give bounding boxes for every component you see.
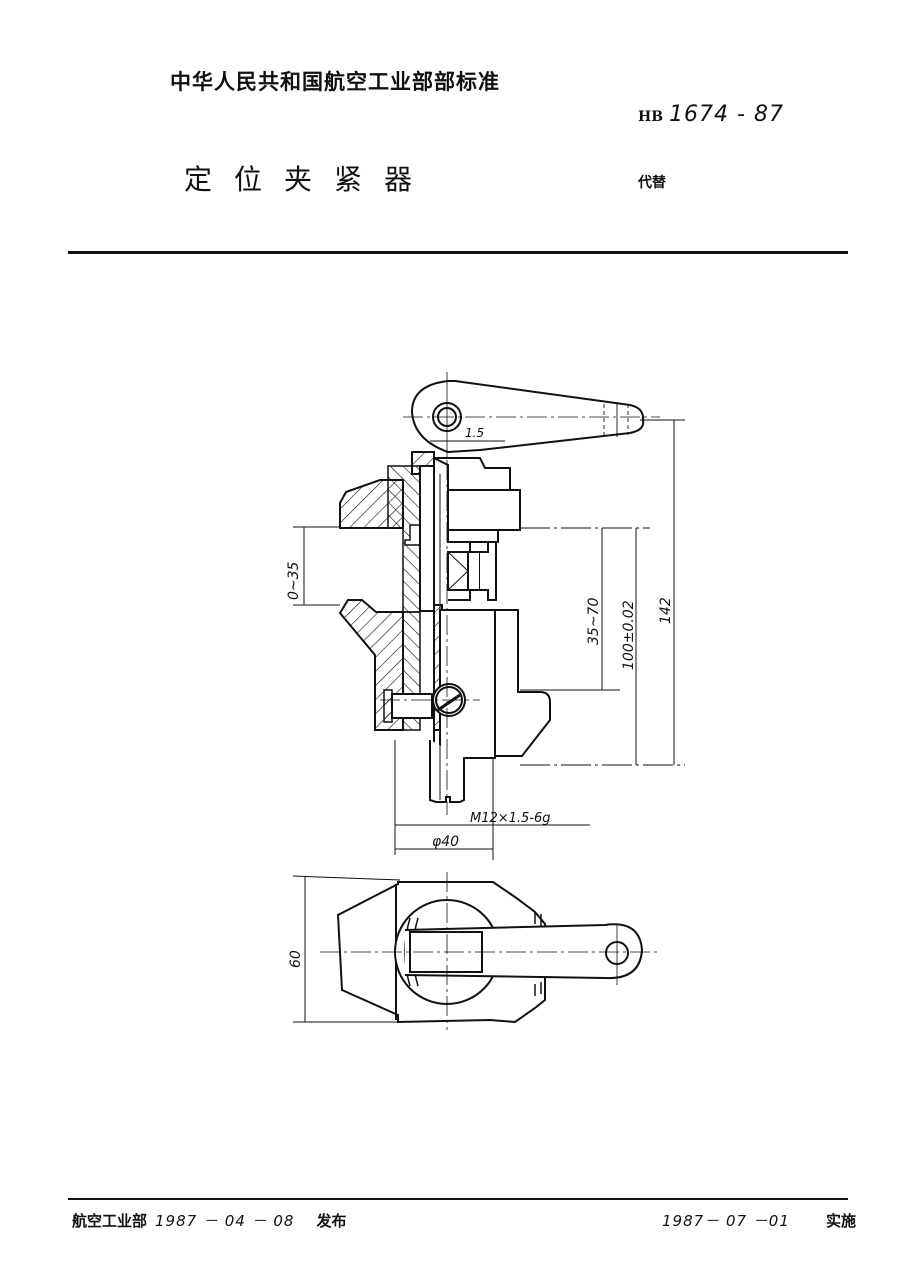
issue-date: 1987 － 04 － 08 xyxy=(155,1212,295,1230)
issuer: 航空工业部 xyxy=(72,1212,148,1230)
header-divider xyxy=(68,251,848,254)
effective-date: 1987－ 07 －01 xyxy=(662,1212,790,1230)
document-title: 定位夹紧器 xyxy=(184,163,435,196)
standard-code: HB 1674 - 87 xyxy=(638,102,784,127)
dim-center-height: 100±0.02 xyxy=(621,600,637,670)
dim-clamp-height-range: 35~70 xyxy=(586,598,602,645)
organization-title: 中华人民共和国航空工业部部标准 xyxy=(170,70,500,94)
dim-handle-offset: 1.5 xyxy=(465,426,484,440)
dim-overall-height: 142 xyxy=(658,597,674,624)
effective-label: 实施 xyxy=(826,1212,857,1230)
dim-clamp-opening: 0~35 xyxy=(286,561,302,600)
issue-label: 发布 xyxy=(316,1212,347,1230)
dim-thread-spec: M12×1.5-6g xyxy=(470,811,551,826)
footer-divider xyxy=(68,1198,848,1200)
dim-width: 60 xyxy=(288,950,304,968)
replaces-label: 代替 xyxy=(638,175,666,191)
standard-prefix: HB xyxy=(638,109,664,125)
footer-issue: 航空工业部 1987 － 04 － 08 发布 xyxy=(72,1210,346,1231)
dim-base-diameter: φ40 xyxy=(432,834,459,850)
top-view: 60 xyxy=(288,872,660,1030)
front-view: 1.5 0~35 35~70 100±0.02 142 M12×1.5-6g φ… xyxy=(286,372,685,860)
standard-number: 1674 - 87 xyxy=(669,102,784,127)
handle-lever xyxy=(403,372,660,460)
